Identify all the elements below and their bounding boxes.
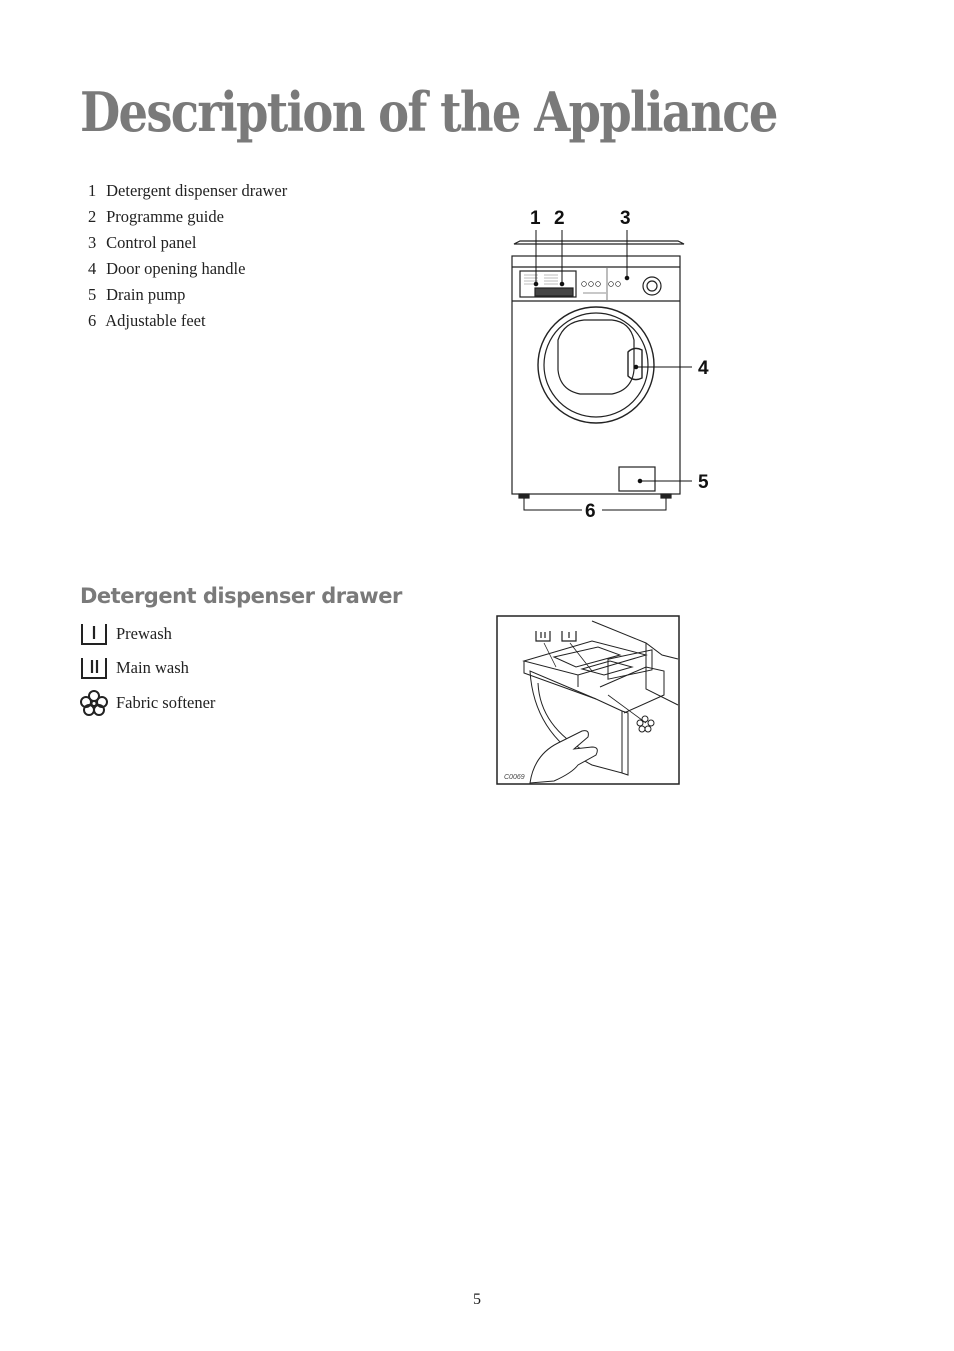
- callout-label: 3: [620, 208, 631, 229]
- part-label: Adjustable feet: [105, 311, 206, 330]
- part-number: 5: [88, 285, 97, 304]
- list-item: 2 Programme guide: [88, 204, 287, 230]
- part-number: 3: [88, 233, 97, 252]
- page-number: 5: [473, 1291, 481, 1308]
- main-wash-compartment-icon: [81, 658, 107, 679]
- part-label: Drain pump: [106, 285, 186, 304]
- fabric-softener-flower-icon: [80, 690, 108, 716]
- compartment-main-wash: Main wash: [80, 656, 189, 680]
- callout-label: 2: [554, 208, 565, 229]
- part-label: Detergent dispenser drawer: [106, 181, 288, 200]
- callout-label: 5: [698, 472, 709, 493]
- compartment-fabric-softener: Fabric softener: [80, 690, 215, 716]
- compartment-label: Prewash: [116, 624, 172, 643]
- compartment-prewash: Prewash: [80, 622, 172, 646]
- prewash-compartment-icon: [81, 624, 107, 645]
- parts-list: 1 Detergent dispenser drawer 2 Programme…: [88, 178, 287, 334]
- compartment-label: Main wash: [116, 658, 189, 677]
- part-number: 2: [88, 207, 97, 226]
- part-number: 6: [88, 311, 97, 330]
- compartment-label: Fabric softener: [116, 693, 216, 712]
- figure-code: C0069: [504, 774, 525, 781]
- part-label: Door opening handle: [106, 259, 246, 278]
- callout-label: 6: [585, 501, 596, 522]
- page-title: Description of the Appliance: [80, 80, 778, 144]
- part-label: Control panel: [106, 233, 197, 252]
- list-item: 4 Door opening handle: [88, 256, 287, 282]
- part-number: 1: [88, 181, 97, 200]
- list-item: 6 Adjustable feet: [88, 308, 287, 334]
- list-item: 3 Control panel: [88, 230, 287, 256]
- part-label: Programme guide: [106, 207, 224, 226]
- list-item: 1 Detergent dispenser drawer: [88, 178, 287, 204]
- washing-machine-illustration: 1 2 3 4 5 6: [511, 208, 709, 522]
- callout-label: 1: [530, 208, 541, 229]
- callout-label: 4: [698, 358, 709, 379]
- list-item: 5 Drain pump: [88, 282, 287, 308]
- section-title: Detergent dispenser drawer: [80, 584, 402, 608]
- dispenser-drawer-illustration: C0069: [496, 615, 680, 785]
- part-number: 4: [88, 259, 97, 278]
